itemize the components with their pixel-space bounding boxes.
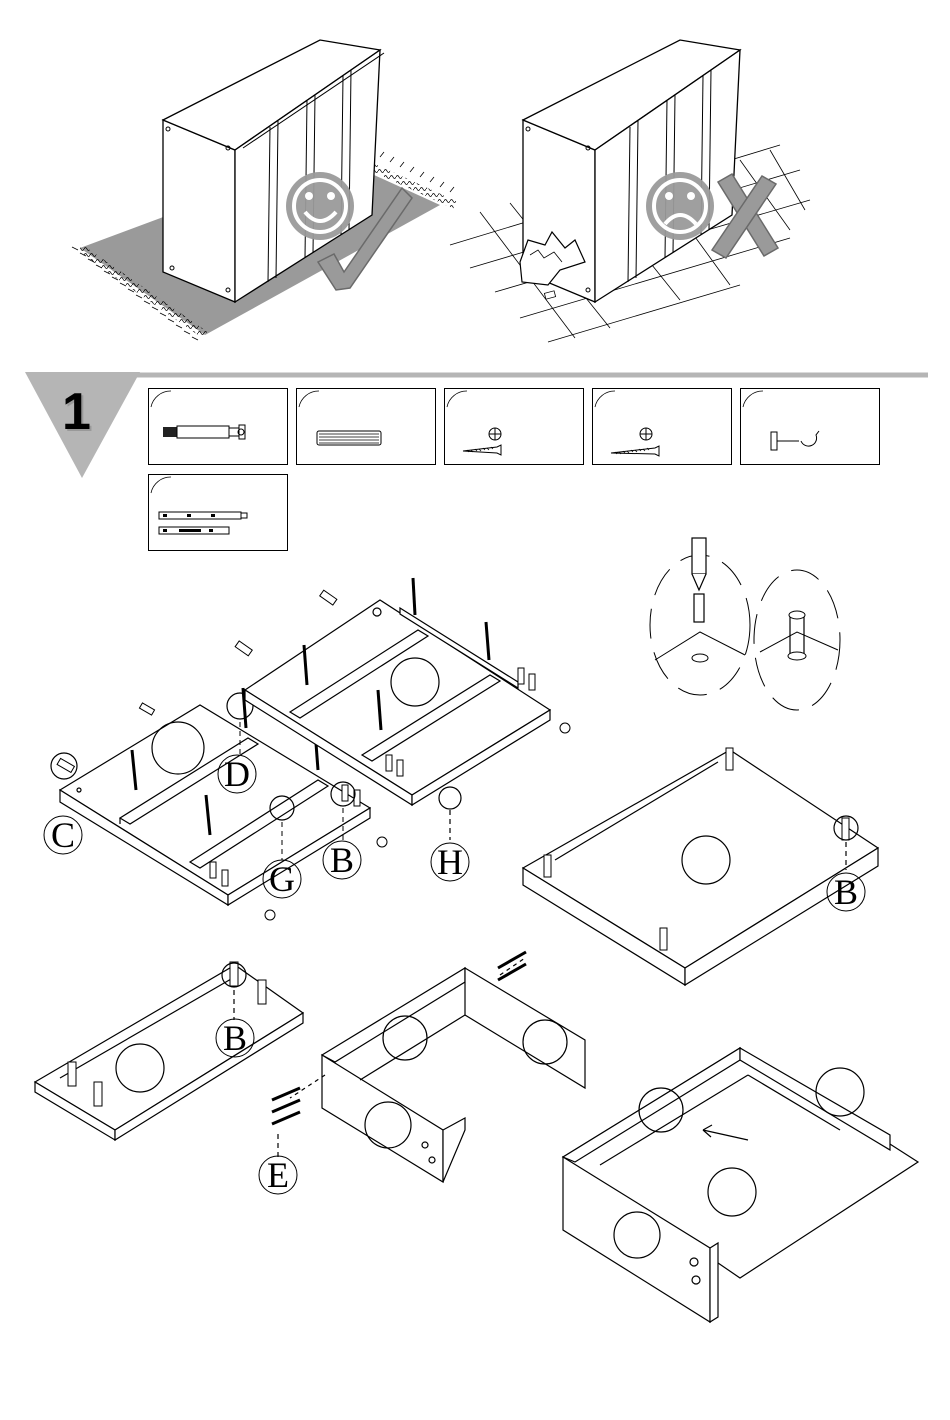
part-box-cam-bolt (148, 388, 288, 465)
callout-h: H (437, 842, 463, 882)
short-screw-icon (445, 389, 583, 464)
callout-b-3: B (223, 1018, 247, 1058)
callout-b-1: B (330, 840, 354, 880)
cabinet-side-panel (163, 120, 235, 302)
sad-face-icon (646, 172, 714, 240)
side-panel-right (523, 748, 878, 985)
callout-c: C (51, 815, 75, 855)
part-box-long-screw (592, 388, 732, 465)
part-box-cam-lock (740, 388, 880, 465)
wood-dowel-icon (297, 389, 435, 464)
shelf-panel-left (35, 962, 303, 1140)
part-box-drawer-runner (148, 474, 288, 551)
part-box-short-screw (444, 388, 584, 465)
callout-e: E (267, 1155, 289, 1195)
drawer-frame-assembly (272, 952, 585, 1182)
correct-placement-illustration (72, 40, 455, 340)
long-screw-icon (593, 389, 731, 464)
smiley-face-icon (286, 172, 354, 240)
drawer-runner-icon (149, 475, 287, 550)
cam-bolt-icon (149, 389, 287, 464)
cam-lock-icon (741, 389, 879, 464)
callout-d: D (224, 754, 250, 794)
callout-g: G (269, 859, 295, 899)
incorrect-placement-illustration (450, 40, 810, 342)
detail-views (650, 538, 840, 710)
part-box-wood-dowel (296, 388, 436, 465)
callout-b-2: B (834, 872, 858, 912)
drawer-completed (563, 1048, 918, 1322)
step-number: 1 (62, 382, 91, 442)
